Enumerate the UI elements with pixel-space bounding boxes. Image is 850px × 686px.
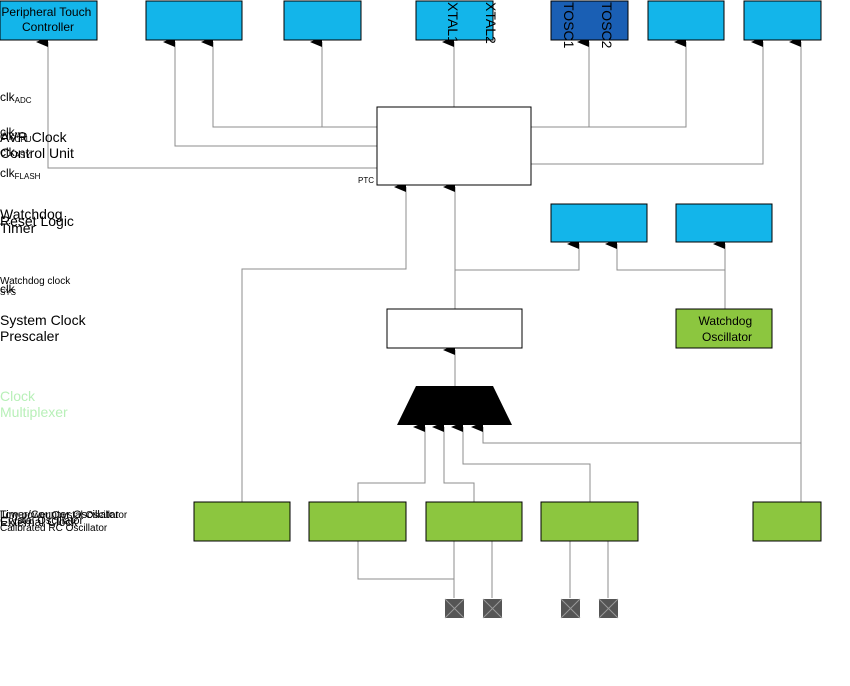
system-clock-prescaler-label: System Clock Prescaler bbox=[0, 312, 89, 344]
clk-sys-label: clkSYS bbox=[0, 282, 16, 297]
timer-counter-oscillator-label: Timer/Counter Oscillator bbox=[0, 509, 119, 521]
watchdog-clock-label: Watchdog clock bbox=[0, 276, 71, 287]
avr-clock-control-unit-box bbox=[376, 106, 532, 186]
top-block-3 bbox=[283, 0, 362, 41]
crystal-oscillator-label: Crystal Oscillator bbox=[0, 515, 83, 527]
top-block-7 bbox=[743, 0, 822, 41]
watchdog-timer-label: Watchdog Timer bbox=[0, 206, 66, 236]
peripheral-touch-controller-block bbox=[0, 0, 98, 41]
watchdog-oscillator-block bbox=[675, 308, 773, 349]
clk-adc-label: clkADC bbox=[0, 90, 32, 105]
calibrated-rc-oscillator-label: Calibrated RC Oscillator bbox=[0, 523, 108, 534]
reset-logic-label: Reset Logic bbox=[0, 213, 74, 229]
top-block-6 bbox=[647, 0, 725, 41]
watchdog-oscillator-label: Watchdog Oscillator bbox=[699, 314, 756, 344]
system-clock-prescaler-box bbox=[386, 308, 523, 349]
top-block-2 bbox=[145, 0, 243, 41]
watchdog-timer-block bbox=[675, 203, 773, 243]
clk-cpu-label: clkCPU bbox=[0, 129, 32, 144]
avr-clock-control-unit-label: AVR Clock Control Unit bbox=[0, 129, 74, 161]
clock-multiplexer-shape bbox=[397, 386, 512, 425]
oscillator-block-4 bbox=[540, 501, 639, 542]
pad-1 bbox=[444, 598, 465, 619]
xtal1-label: XTAL1 bbox=[445, 2, 461, 44]
pad-2 bbox=[482, 598, 503, 619]
peripheral-touch-controller-label: Peripheral Touch Controller bbox=[1, 5, 94, 34]
clk-flash-label: clkFLASH bbox=[0, 166, 41, 181]
reset-logic-block bbox=[550, 203, 648, 243]
tosc2-label: TOSC2 bbox=[599, 2, 615, 49]
clk-asy-label: clkASY bbox=[0, 145, 31, 160]
clk-io-label: clkI/O bbox=[0, 125, 25, 140]
pad-3 bbox=[560, 598, 581, 619]
xtal2-label: XTAL2 bbox=[483, 2, 499, 44]
clock-multiplexer-label: Clock Multiplexer bbox=[0, 388, 68, 420]
tosc1-label: TOSC1 bbox=[561, 2, 577, 49]
oscillator-block-1 bbox=[193, 501, 291, 542]
tosc-block bbox=[550, 0, 629, 41]
oscillator-block-2 bbox=[308, 501, 407, 542]
oscillator-block-3 bbox=[425, 501, 523, 542]
pad-4 bbox=[598, 598, 619, 619]
pads bbox=[444, 598, 619, 619]
external-clock-label: External Clock bbox=[0, 515, 78, 529]
connector-lines bbox=[36, 37, 802, 598]
ptc-label: PTC bbox=[358, 176, 374, 185]
xtal-block bbox=[415, 0, 494, 41]
oscillator-block-5 bbox=[752, 501, 822, 542]
low-power-crystal-oscillator-label: Low-power Crystal Oscillator bbox=[0, 510, 128, 521]
